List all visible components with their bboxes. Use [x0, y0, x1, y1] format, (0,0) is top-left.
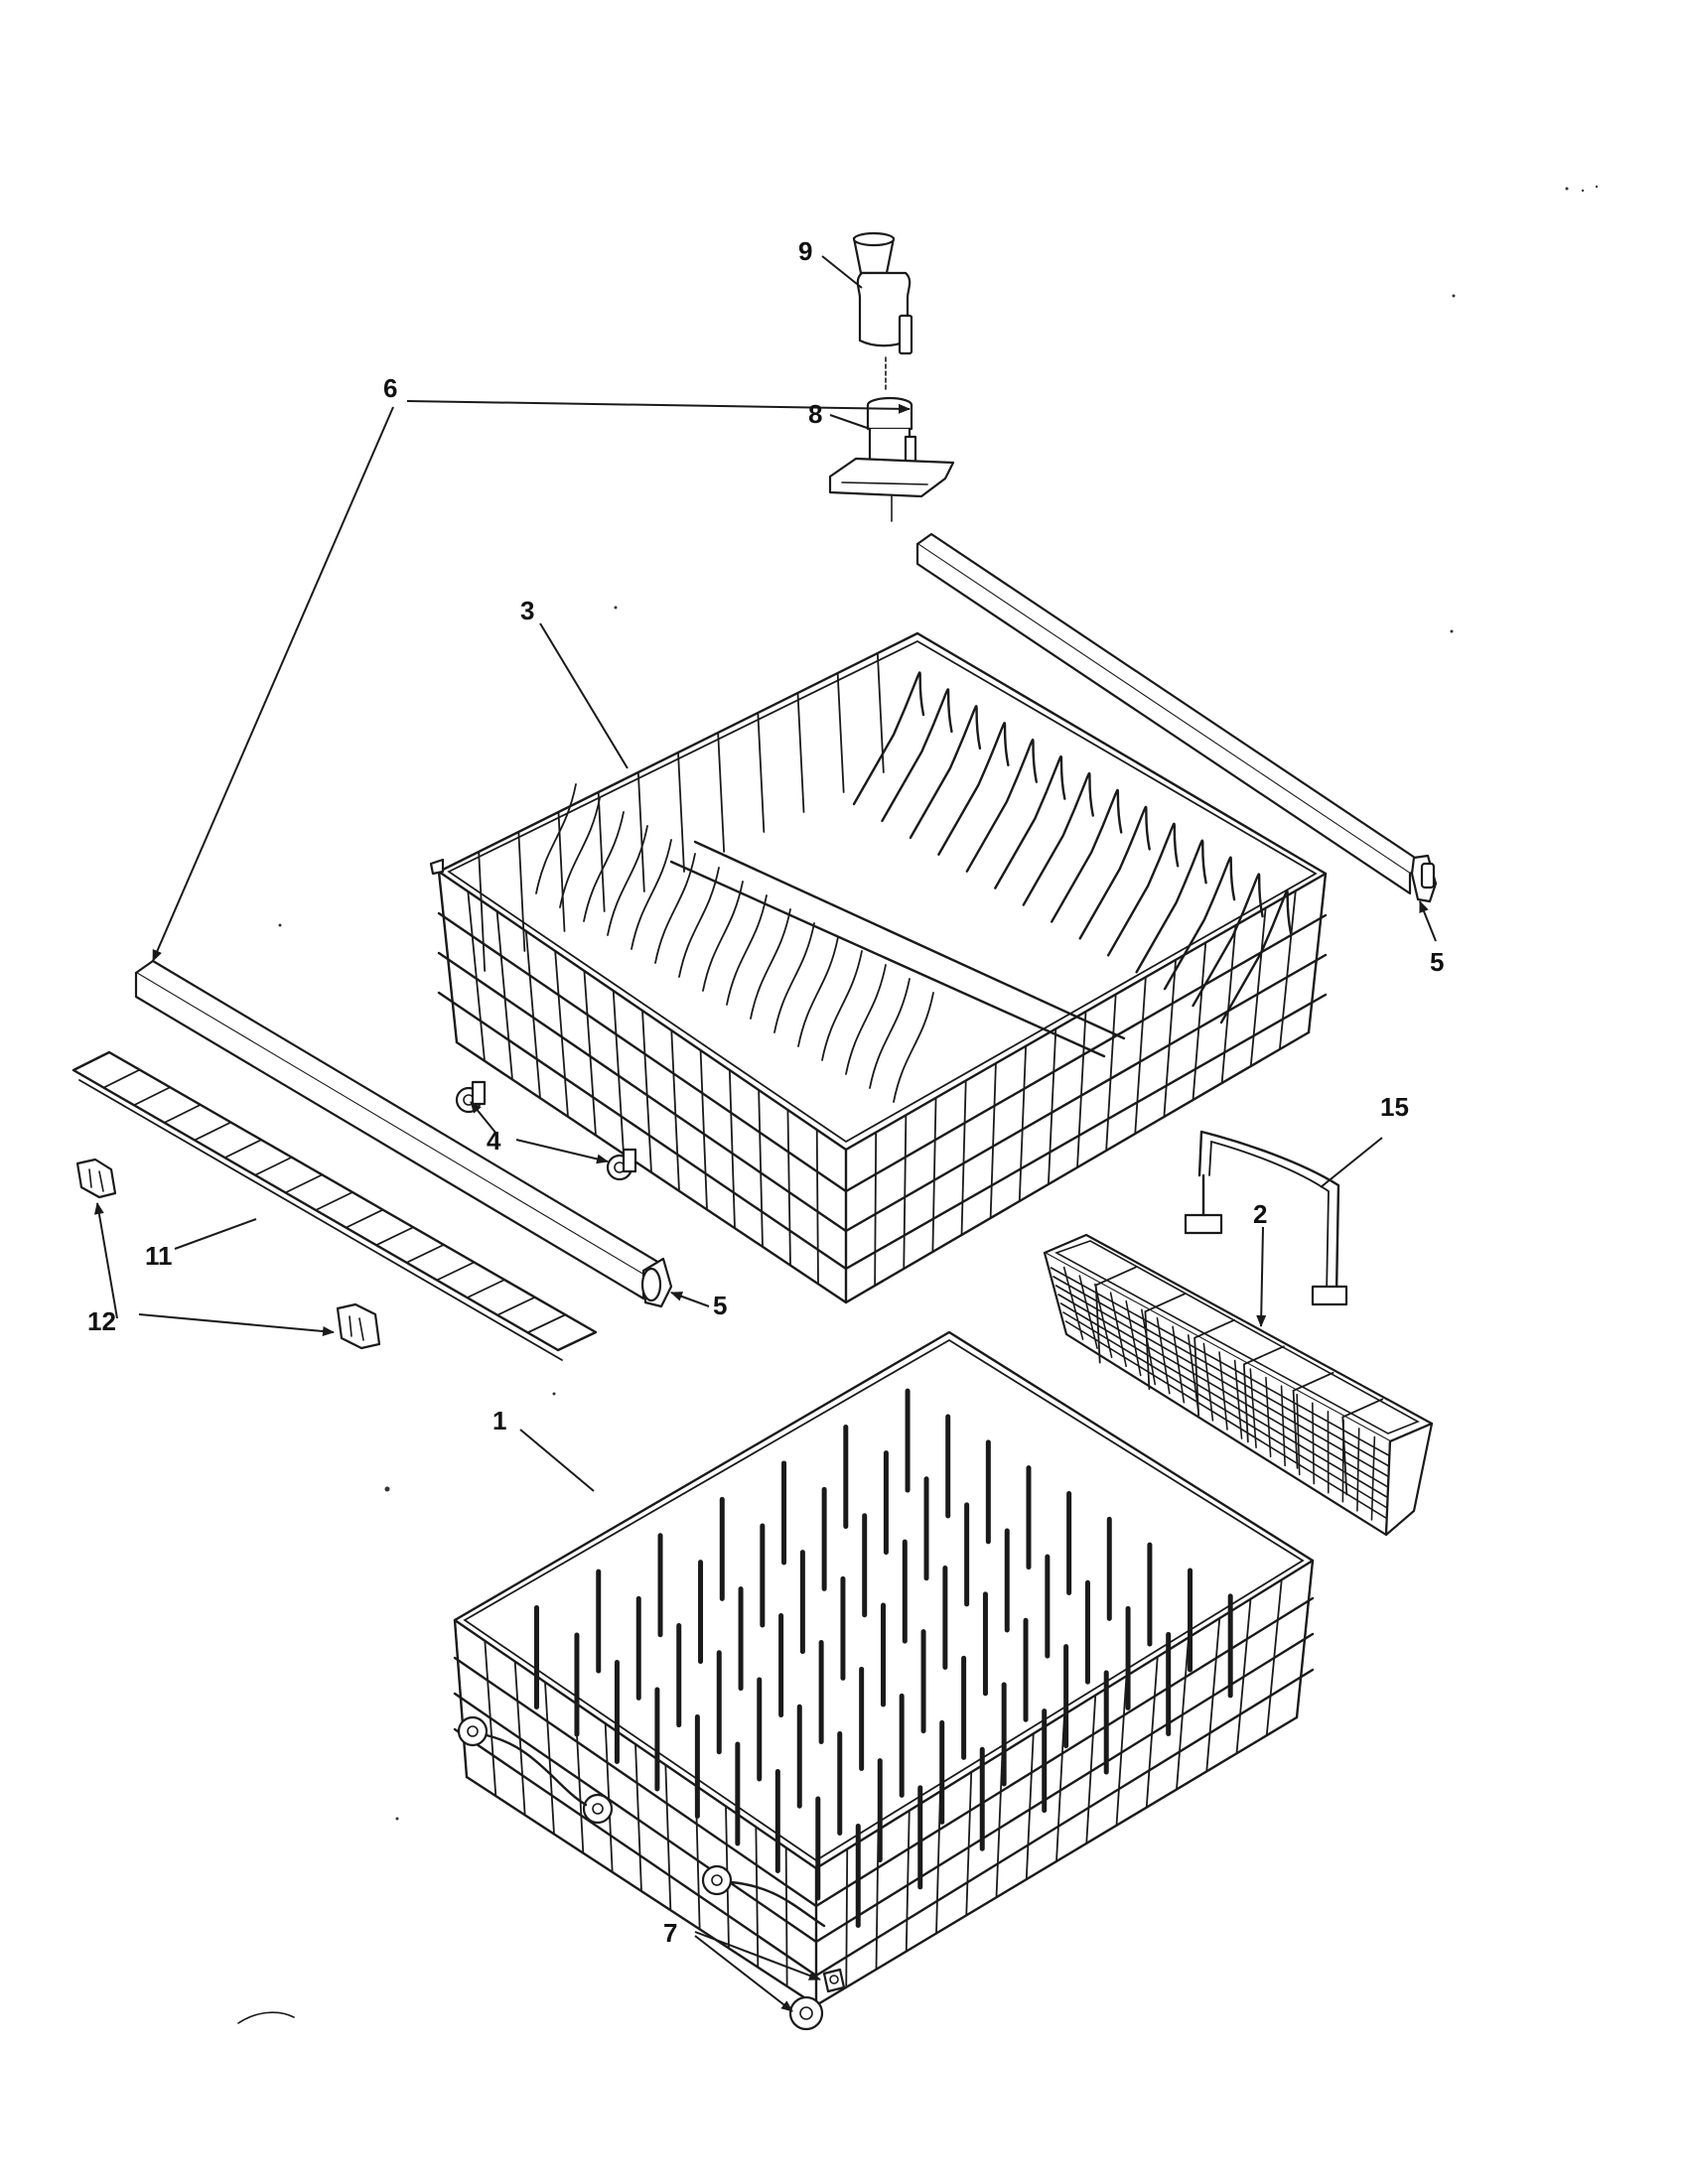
part-1-lower-rack: [453, 1330, 1315, 2007]
part-12-clip-lower: [336, 1302, 381, 1350]
callout-4: 4: [487, 1126, 501, 1156]
leader-lines: [93, 255, 1437, 2012]
part-2-silverware-basket: [1043, 1233, 1434, 1537]
callout-1: 1: [492, 1406, 506, 1435]
part-8-hub: [828, 396, 955, 522]
part-11-cup-shelf: [71, 1050, 598, 1361]
callout-9: 9: [798, 236, 812, 266]
callout-6: 6: [383, 373, 397, 403]
callout-7: 7: [663, 1918, 677, 1948]
part-6-rail-left: [134, 959, 673, 1308]
part-12-clip-upper: [75, 1158, 117, 1199]
callout-11: 11: [145, 1241, 173, 1271]
callout-2: 2: [1253, 1199, 1267, 1229]
part-15-basket-handle: [1184, 1130, 1348, 1306]
part-3-upper-rack: [429, 631, 1328, 1304]
callout-8: 8: [808, 399, 822, 429]
part-6-rail-right: [915, 532, 1438, 903]
part-9-nozzle: [852, 231, 913, 393]
callout-5-left: 5: [713, 1291, 727, 1320]
callout-15: 15: [1380, 1092, 1409, 1122]
callout-labels: 9 8 6 3 5 4 15 2 11 5 12 1 7: [87, 236, 1444, 1948]
callout-3: 3: [520, 596, 534, 625]
callout-12: 12: [87, 1306, 116, 1336]
scan-artifacts: [237, 185, 1599, 2024]
part-7-wheel: [788, 1968, 846, 2031]
callout-5-right: 5: [1430, 947, 1444, 977]
